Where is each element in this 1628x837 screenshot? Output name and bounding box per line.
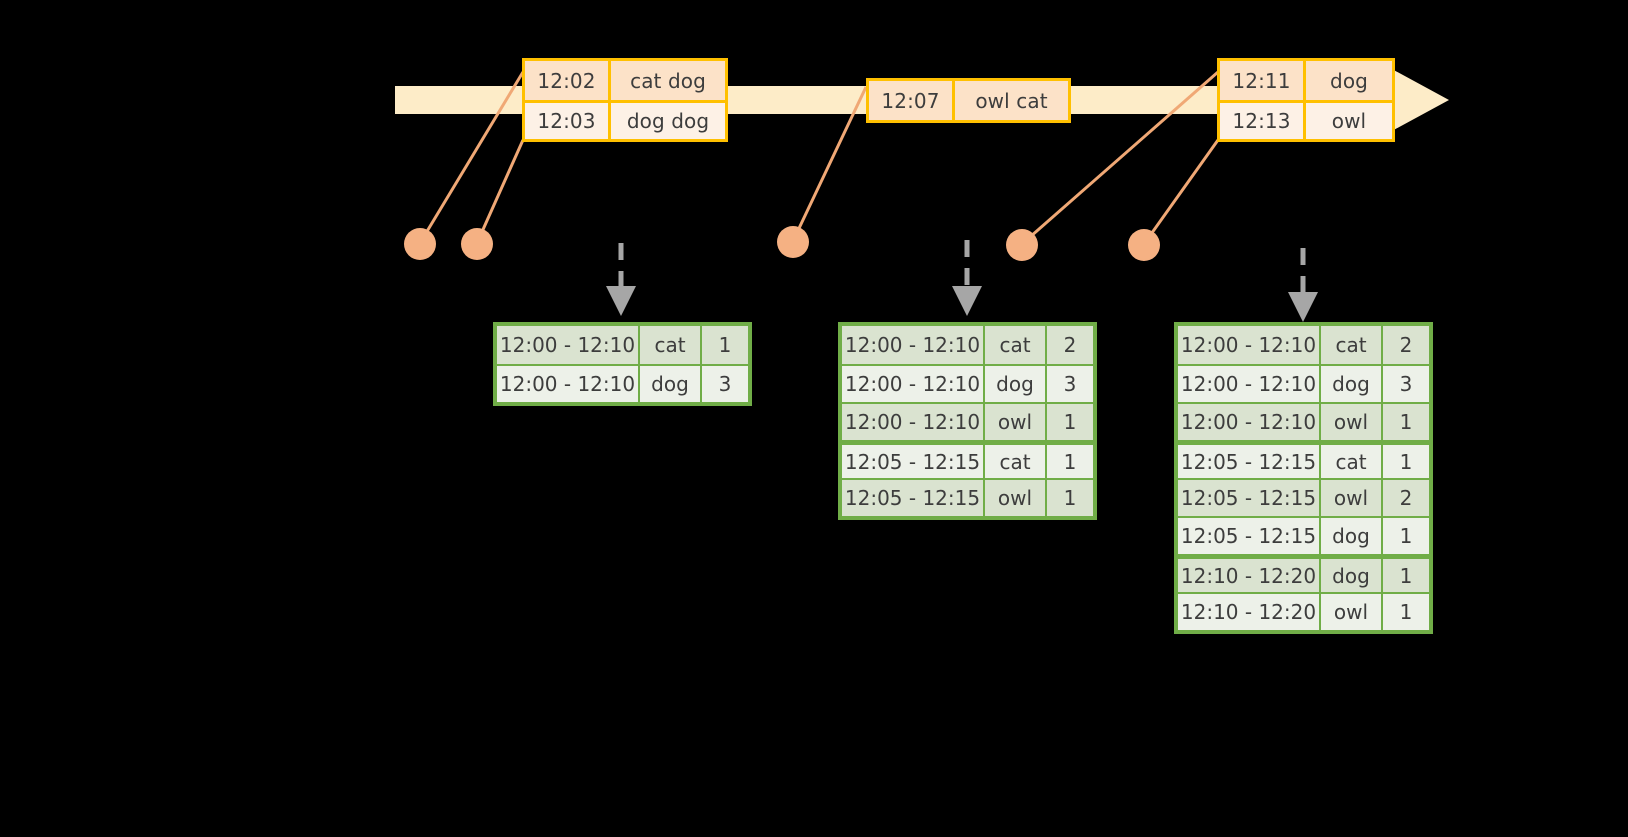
window-cell: 12:00 - 12:10 [842, 366, 985, 402]
event-value: owl [1306, 103, 1392, 139]
word-cell: owl [985, 480, 1047, 516]
event-time: 12:07 [869, 81, 955, 120]
event-time: 12:13 [1220, 103, 1306, 139]
connector-line-3 [791, 86, 868, 242]
table-row[interactable]: 12:00 - 12:10 dog 3 [1178, 364, 1429, 402]
window-cell: 12:00 - 12:10 [497, 326, 640, 364]
result-table-3[interactable]: 12:00 - 12:10 cat 2 12:00 - 12:10 dog 3 … [1174, 322, 1433, 634]
word-cell: cat [1321, 445, 1383, 478]
word-cell: owl [1321, 480, 1383, 516]
connector-line-4 [1021, 70, 1219, 246]
word-cell: dog [985, 366, 1047, 402]
word-cell: owl [1321, 404, 1383, 440]
emit-arrow-head-3 [1288, 292, 1318, 322]
event-value: dog dog [611, 103, 725, 139]
event-value: owl cat [955, 81, 1068, 120]
count-cell: 3 [1047, 366, 1093, 402]
count-cell: 1 [1383, 518, 1429, 554]
event-time: 12:03 [525, 103, 611, 139]
event-marker-dot-3 [777, 226, 809, 258]
window-cell: 12:00 - 12:10 [842, 326, 985, 364]
event-group-2[interactable]: 12:07 owl cat [866, 78, 1071, 123]
event-marker-dot-2 [461, 228, 493, 260]
window-cell: 12:05 - 12:15 [1178, 480, 1321, 516]
table-row[interactable]: 12:05 - 12:15 cat 1 [842, 440, 1093, 478]
word-cell: dog [1321, 559, 1383, 592]
event-group-3[interactable]: 12:11 dog 12:13 owl [1217, 58, 1395, 142]
result-table-2[interactable]: 12:00 - 12:10 cat 2 12:00 - 12:10 dog 3 … [838, 322, 1097, 520]
word-cell: dog [640, 366, 702, 402]
table-row[interactable]: 12:00 - 12:10 cat 2 [842, 326, 1093, 364]
window-cell: 12:05 - 12:15 [1178, 445, 1321, 478]
window-cell: 12:00 - 12:10 [1178, 366, 1321, 402]
count-cell: 1 [1383, 559, 1429, 592]
word-cell: dog [1321, 518, 1383, 554]
window-cell: 12:00 - 12:10 [497, 366, 640, 402]
result-table-1[interactable]: 12:00 - 12:10 cat 1 12:00 - 12:10 dog 3 [493, 322, 752, 406]
connector-line-1 [418, 71, 525, 244]
table-row[interactable]: 12:00 - 12:10 owl 1 [842, 402, 1093, 440]
count-cell: 1 [1383, 404, 1429, 440]
count-cell: 1 [1383, 594, 1429, 630]
table-row[interactable]: 12:05 - 12:15 owl 2 [1178, 478, 1429, 516]
word-cell: cat [1321, 326, 1383, 364]
window-cell: 12:05 - 12:15 [1178, 518, 1321, 554]
table-row[interactable]: 12:10 - 12:20 owl 1 [1178, 592, 1429, 630]
table-row[interactable]: 12:05 - 12:15 dog 1 [1178, 516, 1429, 554]
count-cell: 1 [1047, 404, 1093, 440]
count-cell: 2 [1383, 480, 1429, 516]
event-marker-dot-5 [1128, 229, 1160, 261]
word-cell: cat [640, 326, 702, 364]
count-cell: 1 [1047, 445, 1093, 478]
window-cell: 12:05 - 12:15 [842, 445, 985, 478]
window-cell: 12:10 - 12:20 [1178, 594, 1321, 630]
event-row[interactable]: 12:02 cat dog [525, 61, 725, 100]
event-row[interactable]: 12:03 dog dog [525, 100, 725, 139]
event-marker-dot-4 [1006, 229, 1038, 261]
word-cell: owl [1321, 594, 1383, 630]
window-cell: 12:05 - 12:15 [842, 480, 985, 516]
table-row[interactable]: 12:00 - 12:10 owl 1 [1178, 402, 1429, 440]
event-row[interactable]: 12:13 owl [1220, 100, 1392, 139]
table-row[interactable]: 12:10 - 12:20 dog 1 [1178, 554, 1429, 592]
count-cell: 2 [1383, 326, 1429, 364]
count-cell: 3 [1383, 366, 1429, 402]
table-row[interactable]: 12:00 - 12:10 cat 1 [497, 326, 748, 364]
emit-arrow-head-2 [952, 286, 982, 316]
count-cell: 1 [1383, 445, 1429, 478]
event-row[interactable]: 12:11 dog [1220, 61, 1392, 100]
connector-line-5 [1142, 139, 1220, 245]
connector-line-2 [475, 139, 525, 244]
table-row[interactable]: 12:00 - 12:10 dog 3 [497, 364, 748, 402]
word-cell: cat [985, 445, 1047, 478]
word-cell: owl [985, 404, 1047, 440]
count-cell: 3 [702, 366, 748, 402]
table-row[interactable]: 12:00 - 12:10 dog 3 [842, 364, 1093, 402]
window-cell: 12:00 - 12:10 [1178, 326, 1321, 364]
event-time: 12:11 [1220, 61, 1306, 100]
table-row[interactable]: 12:05 - 12:15 cat 1 [1178, 440, 1429, 478]
window-cell: 12:00 - 12:10 [1178, 404, 1321, 440]
window-cell: 12:10 - 12:20 [1178, 559, 1321, 592]
event-value: cat dog [611, 61, 725, 100]
count-cell: 2 [1047, 326, 1093, 364]
count-cell: 1 [1047, 480, 1093, 516]
event-value: dog [1306, 61, 1392, 100]
count-cell: 1 [702, 326, 748, 364]
word-cell: dog [1321, 366, 1383, 402]
event-time: 12:02 [525, 61, 611, 100]
table-row[interactable]: 12:05 - 12:15 owl 1 [842, 478, 1093, 516]
event-row[interactable]: 12:07 owl cat [869, 81, 1068, 120]
event-marker-dot-1 [404, 228, 436, 260]
event-group-1[interactable]: 12:02 cat dog 12:03 dog dog [522, 58, 728, 142]
emit-arrow-head-1 [606, 286, 636, 316]
window-cell: 12:00 - 12:10 [842, 404, 985, 440]
table-row[interactable]: 12:00 - 12:10 cat 2 [1178, 326, 1429, 364]
word-cell: cat [985, 326, 1047, 364]
